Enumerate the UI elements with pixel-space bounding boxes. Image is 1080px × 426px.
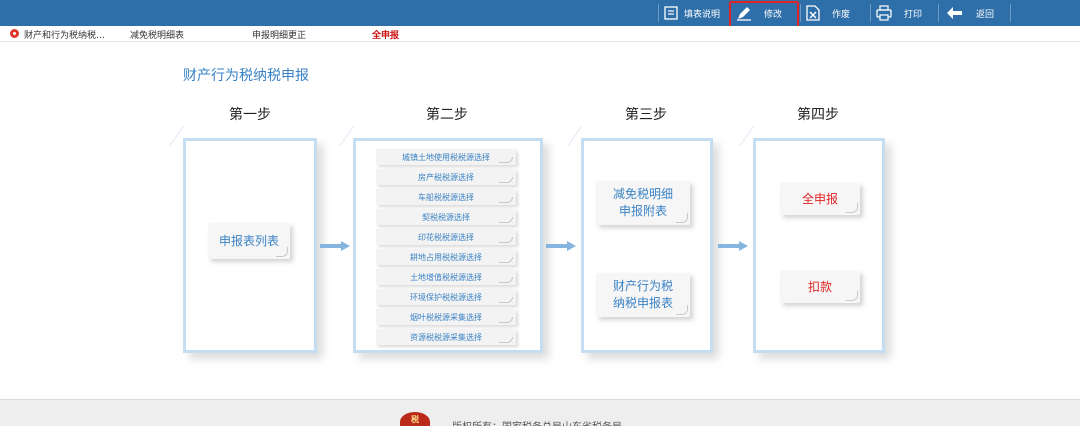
page-curl-icon [276, 247, 288, 257]
footer: 税 版权所有：国家税务总局山东省税务局 [0, 399, 1080, 426]
source-select-resource[interactable]: 资源税税源采集选择 [376, 329, 516, 345]
source-select-tobacco[interactable]: 烟叶税税源采集选择 [376, 309, 516, 325]
list-item-label: 城镇土地使用税税源选择 [402, 152, 490, 162]
relief-schedule-line2: 申报附表 [618, 204, 667, 218]
page-curl-icon [499, 237, 513, 243]
page-curl-icon [499, 197, 513, 203]
source-select-deed[interactable]: 契税税源选择 [376, 209, 516, 225]
void-label: 作废 [832, 9, 851, 20]
source-select-vehicle[interactable]: 车船税税源选择 [376, 189, 516, 205]
back-button[interactable]: 返回 [946, 3, 994, 23]
printer-icon [876, 5, 892, 21]
tab-relief-details[interactable]: 减免税明细表 [130, 31, 185, 41]
step3-title: 第三步 [625, 107, 667, 123]
arrow-right-icon [320, 241, 350, 251]
source-select-urban-land[interactable]: 城镇土地使用税税源选择 [376, 149, 516, 165]
page-title: 财产行为税纳税申报 [183, 68, 309, 84]
page-curl-icon [499, 337, 513, 343]
page-curl-icon [846, 291, 858, 301]
report-list-button[interactable]: 申报表列表 [208, 223, 290, 259]
tab-correction[interactable]: 申报明细更正 [252, 31, 307, 41]
page-curl-icon [846, 203, 858, 213]
back-label: 返回 [976, 9, 995, 20]
source-select-land-appreciation[interactable]: 土地增值税税源选择 [376, 269, 516, 285]
toolbar-separator [870, 4, 871, 22]
full-declaration-button[interactable]: 全申报 [780, 183, 860, 215]
list-item-label: 土地增值税税源选择 [410, 272, 482, 282]
full-declaration-label: 全申报 [801, 191, 838, 206]
modify-button[interactable]: 修改 [736, 3, 782, 23]
page-curl-icon [499, 157, 513, 163]
step1-panel: 申报表列表 [183, 138, 317, 353]
relief-schedule-line1: 减免税明细 [612, 187, 673, 201]
step3-panel: 减免税明细 申报附表 财产行为税 纳税申报表 [581, 138, 713, 353]
list-item-label: 烟叶税税源采集选择 [410, 312, 482, 322]
top-toolbar: 填表说明 修改 作废 打印 返回 [0, 0, 1080, 26]
source-select-stamp[interactable]: 印花税税源选择 [376, 229, 516, 245]
void-button[interactable]: 作废 [806, 3, 850, 23]
back-arrow-icon [946, 6, 964, 20]
toolbar-separator [938, 4, 939, 22]
page-curl-icon [499, 177, 513, 183]
list-item-label: 车船税税源选择 [418, 192, 474, 202]
relief-schedule-button[interactable]: 减免税明细 申报附表 [596, 181, 690, 225]
source-select-farmland[interactable]: 耕地占用税税源选择 [376, 249, 516, 265]
source-select-property[interactable]: 房产税税源选择 [376, 169, 516, 185]
report-list-label: 申报表列表 [218, 233, 279, 248]
page-curl-icon [499, 297, 513, 303]
print-label: 打印 [904, 9, 923, 20]
page-curl-icon [676, 305, 688, 315]
list-item-label: 房产税税源选择 [418, 172, 474, 182]
toolbar-separator [658, 4, 659, 22]
page-curl-icon [499, 317, 513, 323]
gear-icon [10, 29, 19, 38]
step2-panel: 城镇土地使用税税源选择 房产税税源选择 车船税税源选择 契税税源选择 印花税税源… [353, 138, 543, 353]
list-item-label: 环境保护税税源选择 [410, 292, 482, 302]
list-item-label: 耕地占用税税源选择 [410, 252, 482, 262]
tax-form-line1: 财产行为税 [612, 279, 673, 293]
deduct-payment-button[interactable]: 扣款 [780, 271, 860, 303]
toolbar-separator [1010, 4, 1011, 22]
arrow-right-icon [718, 241, 748, 251]
fill-guide-button[interactable]: 填表说明 [664, 3, 720, 23]
cancel-document-icon [806, 5, 820, 21]
toolbar-separator [800, 4, 801, 22]
sub-tab-bar: 财产和行为税纳税… 减免税明细表 申报明细更正 全申报 [0, 26, 1080, 42]
list-item-label: 资源税税源采集选择 [410, 332, 482, 342]
step1-title: 第一步 [229, 107, 271, 123]
modify-label: 修改 [764, 9, 783, 20]
document-icon [664, 6, 678, 20]
step4-panel: 全申报 扣款 [753, 138, 885, 353]
list-item-label: 契税税源选择 [422, 212, 470, 222]
tab-tax-declaration[interactable]: 财产和行为税纳税… [24, 31, 106, 41]
pencil-icon [736, 5, 752, 21]
print-button[interactable]: 打印 [876, 3, 922, 23]
tab-full-declaration[interactable]: 全申报 [372, 31, 400, 41]
tax-emblem-logo: 税 [400, 412, 430, 426]
deduct-payment-label: 扣款 [807, 279, 832, 294]
tax-form-line2: 纳税申报表 [612, 296, 673, 310]
tax-emblem-char: 税 [411, 415, 419, 424]
footer-copyright: 版权所有：国家税务总局山东省税务局 [452, 418, 622, 426]
fill-guide-label: 填表说明 [684, 9, 721, 20]
arrow-right-icon [546, 241, 576, 251]
page-curl-icon [676, 213, 688, 223]
page-curl-icon [499, 277, 513, 283]
source-select-environment[interactable]: 环境保护税税源选择 [376, 289, 516, 305]
step2-title: 第二步 [426, 107, 468, 123]
step4-title: 第四步 [797, 107, 839, 123]
list-item-label: 印花税税源选择 [418, 232, 474, 242]
tax-form-button[interactable]: 财产行为税 纳税申报表 [596, 273, 690, 317]
page-curl-icon [499, 257, 513, 263]
page-curl-icon [499, 217, 513, 223]
